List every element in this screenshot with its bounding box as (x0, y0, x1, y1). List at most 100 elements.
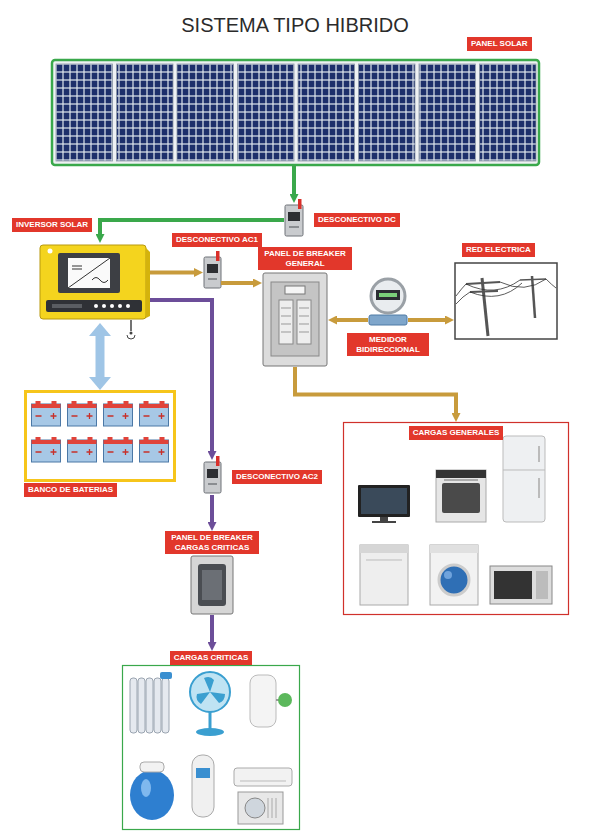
component-label: PANEL SOLAR (467, 37, 532, 51)
general-loads-part (344, 423, 569, 615)
general-loads-part (372, 521, 396, 523)
solar-inverter-part (40, 245, 146, 319)
general-loads (344, 423, 569, 615)
critical-loads-part (140, 762, 164, 772)
solar-inverter-part (46, 300, 142, 312)
bidirectional-meter-part (371, 279, 405, 313)
general-loads-part (503, 436, 545, 522)
power-grid (455, 263, 557, 339)
component-label: BANCO DE BATERIAS (24, 483, 117, 497)
component-label: DESCONECTIVO DC (314, 213, 400, 227)
power-connector (96, 336, 105, 377)
dc-disconnect-part (285, 205, 303, 236)
solar-inverter-part (118, 304, 122, 308)
battery-bank-part (68, 401, 97, 426)
solar-array-part (117, 64, 174, 161)
ac2-disconnect-part (216, 456, 220, 466)
solar-inverter-part (102, 304, 106, 308)
power-grid-part (520, 279, 546, 280)
general-loads-part (430, 545, 478, 553)
solar-inverter-part (92, 278, 108, 283)
critical-loads-part (240, 781, 286, 782)
component-node: DESCONECTIVO AC2 (203, 460, 221, 495)
power-connector (337, 318, 368, 322)
component-node: MEDIDOR BIDIRECCIONAL (368, 277, 408, 327)
component-node: BANCO DE BATERIAS (24, 390, 176, 482)
component-node: PANEL DE BREAKER GENERAL (262, 272, 328, 367)
solar-array-part (419, 64, 476, 161)
main-breaker-panel-part (297, 300, 311, 344)
ac2-disconnect-part (207, 469, 218, 478)
bidirectional-meter-part (376, 290, 400, 300)
battery-bank-part (104, 401, 133, 426)
main-breaker-panel-part (285, 286, 305, 294)
general-loads-part (538, 446, 540, 462)
power-grid-part (466, 282, 500, 284)
dc-disconnect-part (288, 212, 300, 221)
critical-breaker-panel-part (191, 556, 233, 614)
critical-breaker-panel-part (198, 564, 226, 606)
ac1-disconnect-part (207, 264, 218, 273)
dc-disconnect-part (289, 226, 299, 228)
general-loads-part (490, 566, 552, 604)
solar-array-part (298, 64, 355, 161)
power-connector (292, 165, 296, 194)
solar-array-part (177, 64, 234, 161)
general-loads-part (494, 571, 532, 599)
power-grid-part (455, 263, 557, 339)
solar-array-part (52, 60, 539, 165)
power-grid-part (456, 279, 556, 304)
critical-loads-part (196, 768, 210, 778)
critical-loads-part (190, 672, 230, 712)
general-loads-part (436, 470, 486, 522)
component-label: INVERSOR SOLAR (12, 218, 92, 232)
power-connector (408, 318, 445, 322)
power-connector (221, 281, 253, 285)
critical-breaker-panel (191, 556, 233, 614)
general-loads-part (430, 545, 478, 605)
power-grid-part (532, 276, 535, 318)
critical-loads-part (130, 678, 137, 733)
main-breaker-panel (263, 273, 327, 366)
solar-inverter-part (130, 332, 133, 335)
solar-inverter-part (68, 258, 110, 288)
solar-inverter-part (127, 335, 135, 339)
general-loads-part (360, 545, 408, 553)
general-loads-part (358, 485, 410, 517)
component-label: CARGAS CRITICAS (170, 651, 253, 665)
critical-loads-part (141, 779, 151, 797)
critical-loads-part (138, 678, 145, 733)
component-node: PANEL DE BREAKER CARGAS CRITICAS (165, 531, 259, 615)
solar-array-part (359, 64, 416, 161)
battery-bank (26, 392, 175, 481)
component-label: RED ELECTRICA (462, 243, 535, 257)
general-loads-part (360, 545, 408, 605)
critical-loads-part (123, 666, 300, 830)
ac1-disconnect-part (204, 257, 221, 288)
bidirectional-meter (369, 279, 407, 325)
critical-loads (123, 666, 300, 830)
battery-bank-part (140, 401, 169, 426)
critical-loads-part (197, 677, 226, 704)
solar-inverter-part (48, 249, 53, 254)
ac2-disconnect-part (208, 483, 217, 485)
solar-inverter-part (146, 248, 150, 318)
ac1-disconnect-part (208, 278, 217, 280)
critical-loads-part (192, 755, 214, 817)
ac1-disconnect-part (216, 251, 220, 261)
diagram-title: SISTEMA TIPO HIBRIDO (0, 13, 590, 37)
battery-bank-part (32, 437, 61, 462)
solar-array-part (238, 64, 295, 161)
ac2-disconnect (204, 456, 221, 493)
solar-inverter-part (72, 266, 82, 269)
bidirectional-meter-part (379, 293, 397, 297)
component-node: CARGAS GENERALES (343, 422, 569, 615)
ac1-disconnect (204, 251, 221, 288)
main-breaker-panel-part (281, 308, 309, 332)
power-connector (100, 220, 284, 234)
solar-inverter-part (110, 304, 114, 308)
component-node: PANEL SOLAR (52, 60, 539, 165)
component-label: DESCONECTIVO AC2 (232, 470, 322, 484)
power-connector (295, 367, 456, 413)
battery-bank-part (104, 437, 133, 462)
